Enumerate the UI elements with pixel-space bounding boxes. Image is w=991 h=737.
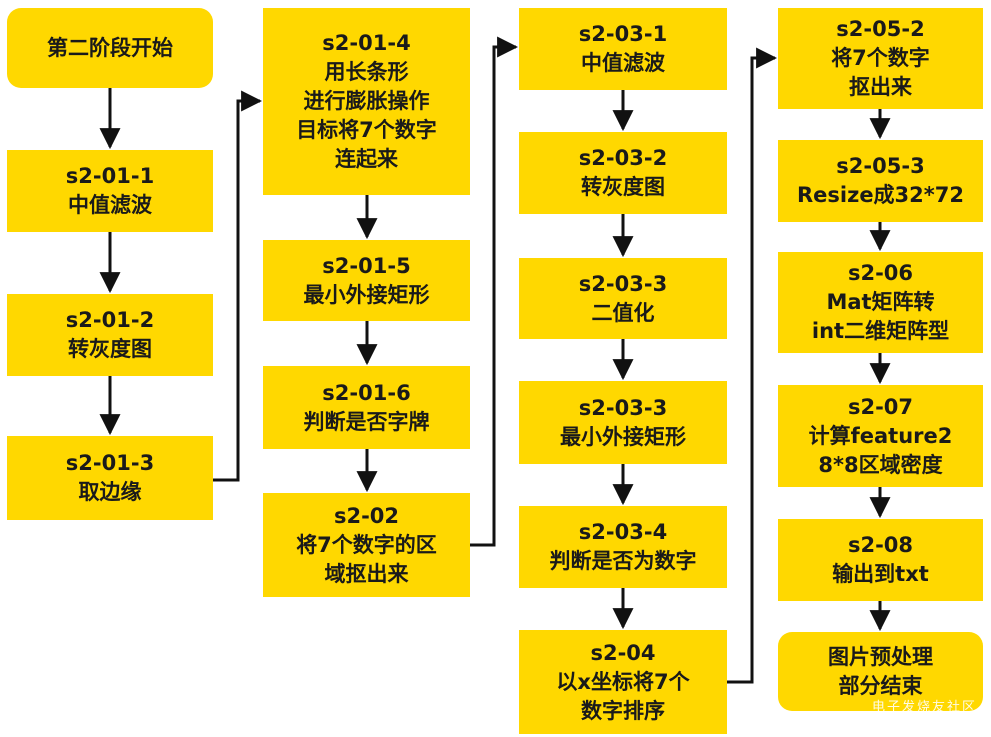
- arrow-s2-04-to-s2-05-2: [727, 47, 778, 684]
- node-label: s2-02 将7个数字的区 域抠出来: [296, 503, 437, 586]
- node-s2-01-3: s2-01-3 取边缘: [7, 436, 213, 520]
- node-label: s2-03-2 转灰度图: [578, 146, 668, 199]
- node-s2-05-2: s2-05-2 将7个数字 抠出来: [778, 8, 983, 109]
- node-label: s2-07 计算feature2 8*8区域密度: [808, 394, 953, 477]
- node-s2-07: s2-07 计算feature2 8*8区域密度: [778, 385, 983, 487]
- node-label: s2-01-3 取边缘: [65, 451, 155, 504]
- node-label: s2-03-3 二值化: [578, 271, 668, 325]
- node-s2-03-2: s2-03-2 转灰度图: [519, 132, 727, 214]
- node-start: 第二阶段开始: [7, 8, 213, 88]
- arrow-s2-01-3-to-s2-01-4: [213, 90, 263, 482]
- node-label: s2-04 以x坐标将7个 数字排序: [556, 640, 690, 723]
- node-label: s2-01-1 中值滤波: [65, 164, 155, 217]
- node-s2-03-4: s2-03-4 判断是否为数字: [519, 506, 727, 588]
- node-label: s2-01-4 用长条形 进行膨胀操作 目标将7个数字 连起来: [296, 31, 437, 171]
- node-s2-01-1: s2-01-1 中值滤波: [7, 150, 213, 232]
- node-s2-05-3: s2-05-3 Resize成32*72: [778, 140, 983, 222]
- node-label: s2-01-5 最小外接矩形: [303, 253, 430, 307]
- node-s2-01-6: s2-01-6 判断是否字牌: [263, 366, 470, 449]
- node-label: s2-05-2 将7个数字 抠出来: [831, 17, 930, 99]
- node-s2-02: s2-02 将7个数字的区 域抠出来: [263, 493, 470, 597]
- node-label: s2-01-2 转灰度图: [65, 308, 155, 361]
- node-label: 图片预处理 部分结束: [828, 644, 933, 698]
- node-label: s2-01-6 判断是否字牌: [303, 380, 430, 434]
- node-label: 第二阶段开始: [47, 35, 173, 60]
- arrow-s2-02-to-s2-03-1: [470, 36, 519, 547]
- node-label: s2-05-3 Resize成32*72: [796, 154, 964, 207]
- node-s2-06: s2-06 Mat矩阵转 int二维矩阵型: [778, 252, 983, 353]
- node-s2-03-3: s2-03-3 二值化: [519, 258, 727, 339]
- node-s2-08: s2-08 输出到txt: [778, 519, 983, 601]
- node-label: s2-03-3 最小外接矩形: [560, 395, 686, 449]
- node-s2-03-1: s2-03-1 中值滤波: [519, 8, 727, 90]
- node-label: s2-03-4 判断是否为数字: [549, 520, 697, 573]
- node-s2-03-3-rect: s2-03-3 最小外接矩形: [519, 381, 727, 464]
- node-s2-01-5: s2-01-5 最小外接矩形: [263, 240, 470, 321]
- node-label: s2-06 Mat矩阵转 int二维矩阵型: [811, 261, 950, 343]
- node-end: 图片预处理 部分结束: [778, 632, 983, 711]
- node-s2-01-4: s2-01-4 用长条形 进行膨胀操作 目标将7个数字 连起来: [263, 8, 470, 195]
- node-s2-01-2: s2-01-2 转灰度图: [7, 294, 213, 376]
- node-label: s2-03-1 中值滤波: [578, 22, 668, 75]
- node-s2-04: s2-04 以x坐标将7个 数字排序: [519, 630, 727, 734]
- watermark: 电子发烧友社区: [871, 700, 977, 715]
- node-label: s2-08 输出到txt: [832, 533, 929, 586]
